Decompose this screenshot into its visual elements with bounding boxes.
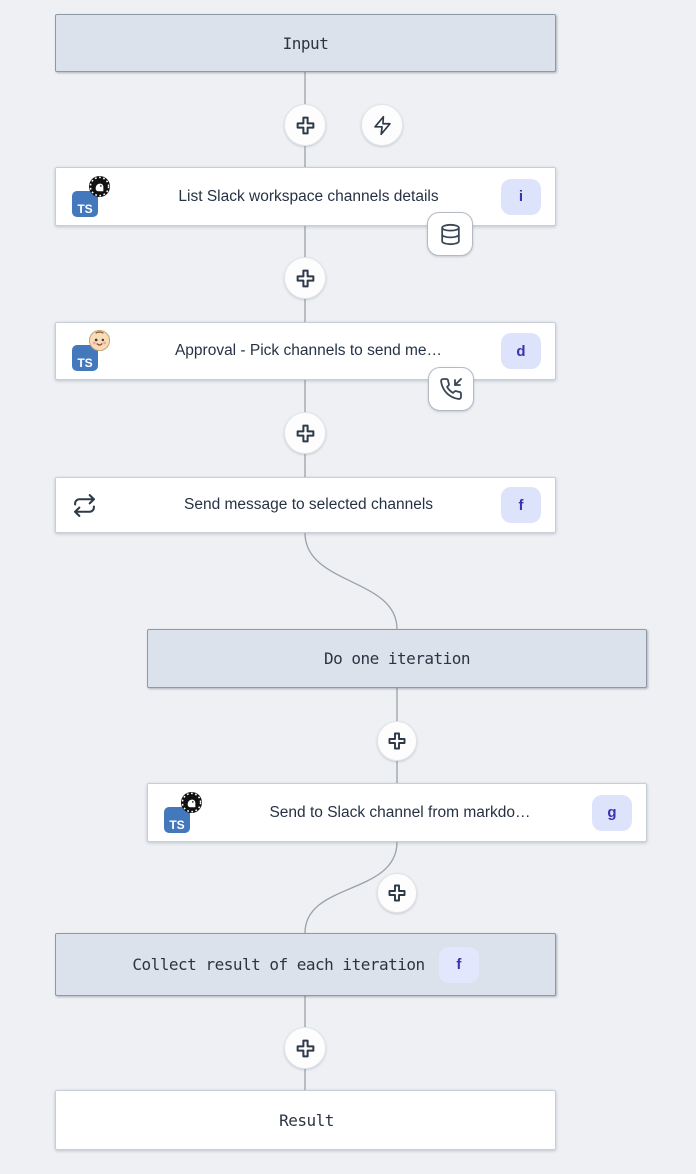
node-forloop-send-message[interactable]: Send message to selected channels f <box>55 477 556 533</box>
add-step-button[interactable] <box>284 257 326 299</box>
add-step-button[interactable] <box>284 1027 326 1069</box>
node-label: Send message to selected channels <box>183 496 434 513</box>
node-approval-pick-channels[interactable]: TS Approval - Pick channels to send me… … <box>55 322 556 380</box>
cache-indicator[interactable] <box>427 212 473 256</box>
step-id-badge: d <box>501 333 541 369</box>
approval-indicator[interactable] <box>428 367 474 411</box>
plus-icon <box>386 882 408 904</box>
node-list-slack-channels[interactable]: TS List Slack workspace channels details… <box>55 167 556 226</box>
hub-script-icon <box>88 175 111 198</box>
node-label: Send to Slack channel from markdo… <box>269 803 531 821</box>
node-input[interactable]: Input <box>55 14 556 72</box>
node-do-one-iteration[interactable]: Do one iteration <box>147 629 647 688</box>
face-emoji-icon <box>88 329 111 352</box>
add-step-button[interactable] <box>377 721 417 761</box>
step-id-badge: i <box>501 178 541 215</box>
plus-icon <box>294 267 317 290</box>
node-collect-result[interactable]: Collect result of each iteration f <box>55 933 556 996</box>
repeat-loop-icon <box>72 493 97 518</box>
zap-icon <box>372 115 393 136</box>
node-label: List Slack workspace channels details <box>178 187 439 205</box>
plus-icon <box>386 730 408 752</box>
ts-lang-icon: TS <box>164 806 190 833</box>
node-result[interactable]: Result <box>55 1090 556 1150</box>
add-trigger-button[interactable] <box>361 104 403 146</box>
node-label: Result <box>279 1110 334 1130</box>
node-send-to-slack-channel[interactable]: TS Send to Slack channel from markdo… g <box>147 783 647 842</box>
step-id-badge: f <box>438 946 479 983</box>
node-label: Approval - Pick channels to send me… <box>174 342 443 359</box>
hub-script-icon <box>180 791 203 814</box>
step-id-badge: g <box>592 794 632 831</box>
database-icon <box>438 222 463 247</box>
add-step-button[interactable] <box>377 873 417 913</box>
node-label: Collect result of each iteration <box>132 955 425 974</box>
node-label: Input <box>282 33 329 53</box>
ts-lang-icon: TS <box>72 190 98 217</box>
node-label: Do one iteration <box>323 649 471 668</box>
plus-icon <box>294 1037 317 1060</box>
plus-icon <box>294 114 317 137</box>
plus-icon <box>294 422 317 445</box>
step-id-badge: f <box>501 487 541 523</box>
add-step-button[interactable] <box>284 412 326 454</box>
ts-lang-icon: TS <box>72 345 98 371</box>
phone-incoming-icon <box>439 377 463 401</box>
add-step-button[interactable] <box>284 104 326 146</box>
